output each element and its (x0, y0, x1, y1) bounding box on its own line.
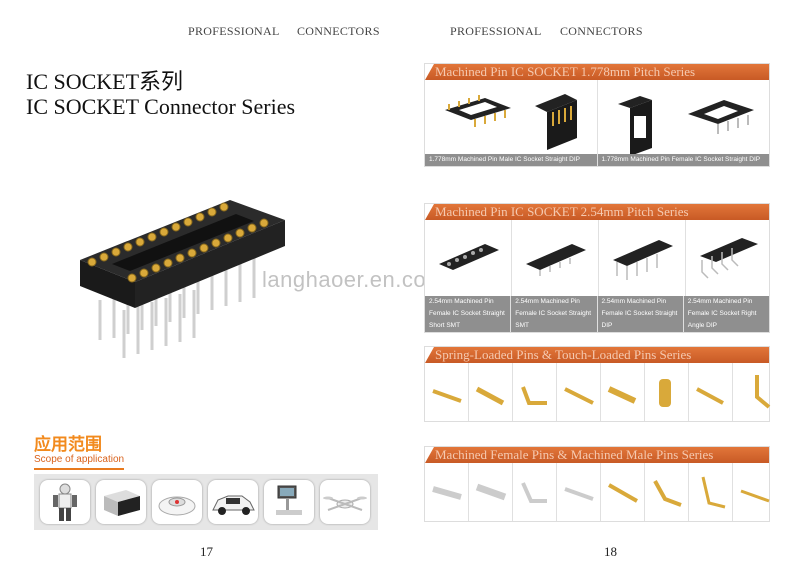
socket-contacts (87, 202, 269, 283)
product-image-254-short-smt (425, 220, 512, 296)
section-title-bar: Machined Pin IC SOCKET 2.54mm Pitch Seri… (425, 204, 769, 220)
spring-pin-7 (689, 363, 733, 421)
caption-254-smt: 2.54mm Machined Pin Female IC Socket Str… (511, 296, 598, 332)
scope-heading-en: Scope of application (34, 454, 125, 465)
robot-icon (40, 480, 90, 524)
application-strip (34, 474, 378, 530)
caption-1778-female: 1.778mm Machined Pin Female IC Socket St… (597, 154, 769, 166)
machined-pin-8 (733, 463, 776, 521)
page-number-right: 18 (604, 544, 617, 559)
section-title: Machined Female Pins & Machined Male Pin… (435, 447, 714, 462)
scope-underline (34, 468, 124, 470)
spring-pin-5 (601, 363, 645, 421)
page-subtitle: IC SOCKET Connector Series (26, 94, 296, 119)
machined-pin-2 (469, 463, 513, 521)
section-254mm: Machined Pin IC SOCKET 2.54mm Pitch Seri… (424, 203, 770, 333)
page-number-left: 17 (200, 544, 213, 559)
caption-1778-male: 1.778mm Machined Pin Male IC Socket Stra… (425, 154, 598, 166)
caption-254-dip: 2.54mm Machined Pin Female IC Socket Str… (597, 296, 684, 332)
scope-heading-cn: 应用范围 (34, 435, 102, 455)
section-1778mm: Machined Pin IC SOCKET 1.778mm Pitch Ser… (424, 63, 770, 167)
power-box-icon (96, 480, 146, 524)
section-spring-pins: Spring-Loaded Pins & Touch-Loaded Pins S… (424, 346, 771, 422)
header-connectors-left: CONNECTORS (297, 24, 380, 38)
header-professional-right: PROFESSIONAL (450, 24, 542, 38)
section-title: Spring-Loaded Pins & Touch-Loaded Pins S… (435, 347, 692, 362)
section-title-bar: Spring-Loaded Pins & Touch-Loaded Pins S… (425, 347, 769, 363)
machined-pin-6 (645, 463, 689, 521)
ic-socket-image (80, 200, 285, 358)
machined-pin-5 (601, 463, 645, 521)
spring-pin-6 (645, 363, 689, 421)
header-connectors-right: CONNECTORS (560, 24, 643, 38)
section-title-bar: Machined Pin IC SOCKET 1.778mm Pitch Ser… (425, 64, 769, 80)
medical-device-icon (264, 480, 314, 524)
section-title: Machined Pin IC SOCKET 1.778mm Pitch Ser… (435, 64, 696, 79)
spring-pin-3 (513, 363, 557, 421)
spring-pin-1 (425, 363, 469, 421)
car-icon (208, 480, 258, 524)
section-title-bar: Machined Female Pins & Machined Male Pin… (425, 447, 769, 463)
watermark: langhaoer.en.com (262, 267, 445, 292)
machined-pin-1 (425, 463, 469, 521)
spring-pin-4 (557, 363, 601, 421)
product-image-1778-male (425, 80, 598, 154)
page-title: IC SOCKET系列 (26, 69, 184, 94)
caption-254-right-angle: 2.54mm Machined Pin Female IC Socket Rig… (683, 296, 769, 332)
machined-pin-4 (557, 463, 601, 521)
product-image-254-right-angle (686, 220, 772, 296)
machined-pin-images (425, 463, 770, 521)
caption-254-short-smt: 2.54mm Machined Pin Female IC Socket Str… (425, 296, 512, 332)
product-image-254-smt (512, 220, 599, 296)
section-machined-pins: Machined Female Pins & Machined Male Pin… (424, 446, 770, 522)
drone-icon (320, 480, 370, 524)
header-professional-left: PROFESSIONAL (188, 24, 280, 38)
machined-pin-3 (513, 463, 557, 521)
spring-pin-2 (469, 363, 513, 421)
product-image-254-dip (599, 220, 686, 296)
spring-pin-8 (733, 363, 776, 421)
robot-vacuum-icon (152, 480, 202, 524)
spring-pin-images (425, 363, 771, 421)
product-image-1778-female (598, 80, 770, 156)
section-title: Machined Pin IC SOCKET 2.54mm Pitch Seri… (435, 204, 689, 219)
machined-pin-7 (689, 463, 733, 521)
